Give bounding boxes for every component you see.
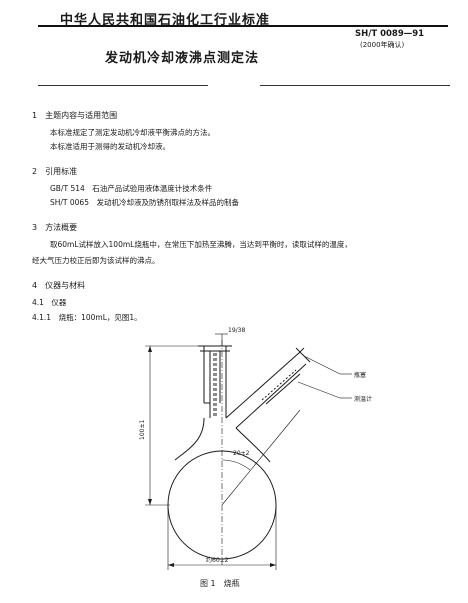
header-rule <box>38 25 448 27</box>
section-3-line-2: 经大气压力校正后即为该试样的沸点。 <box>32 256 160 265</box>
title-rule-left <box>38 85 208 86</box>
section-2-line-1: GB/T 514 石油产品试验用液体温度计技术条件 <box>50 184 213 193</box>
height-dimension: 100±1 <box>139 419 146 440</box>
standard-confirmation: (2000年确认) <box>360 41 405 49</box>
angle-dimension: 20±2 <box>233 450 250 457</box>
bulb-diameter-dimension: 约60±2 <box>206 557 229 564</box>
section-1-line-2: 本标准适用于测得的发动机冷却液。 <box>50 142 170 151</box>
section-4-1-1-text: 4.1.1 烧瓶：100mL，见图1。 <box>32 313 142 322</box>
section-4-1-heading: 4.1 仪器 <box>32 298 67 307</box>
document-title: 发动机冷却液沸点测定法 <box>105 51 260 66</box>
section-2-line-2: SH/T 0065 发动机冷却液及防锈剂取样法及样品的制备 <box>50 198 239 207</box>
top-joint-dimension: 19/38 <box>228 327 246 334</box>
section-4-heading: 4 仪器与材料 <box>32 281 86 290</box>
section-2-heading: 2 引用标准 <box>32 167 78 176</box>
title-rule-right <box>260 85 450 86</box>
section-1-line-1: 本标准规定了测定发动机冷却液平衡沸点的方法。 <box>50 128 215 137</box>
org-title: 中华人民共和国石油化工行业标准 <box>60 13 271 28</box>
section-1-heading: 1 主题内容与适用范围 <box>32 111 118 120</box>
standard-number: SH/T 0089—91 <box>355 29 425 39</box>
section-3-heading: 3 方法概要 <box>32 223 78 232</box>
section-3-line-1: 取60mL试样放入100mL烧瓶中，在常压下加热至沸腾，当达到平衡时，读取试样的… <box>50 240 352 249</box>
thermometer-label: 测温计 <box>354 396 373 403</box>
figure-caption: 图 1 烧瓶 <box>200 579 240 588</box>
stopper-label: 瓶塞 <box>354 372 367 379</box>
